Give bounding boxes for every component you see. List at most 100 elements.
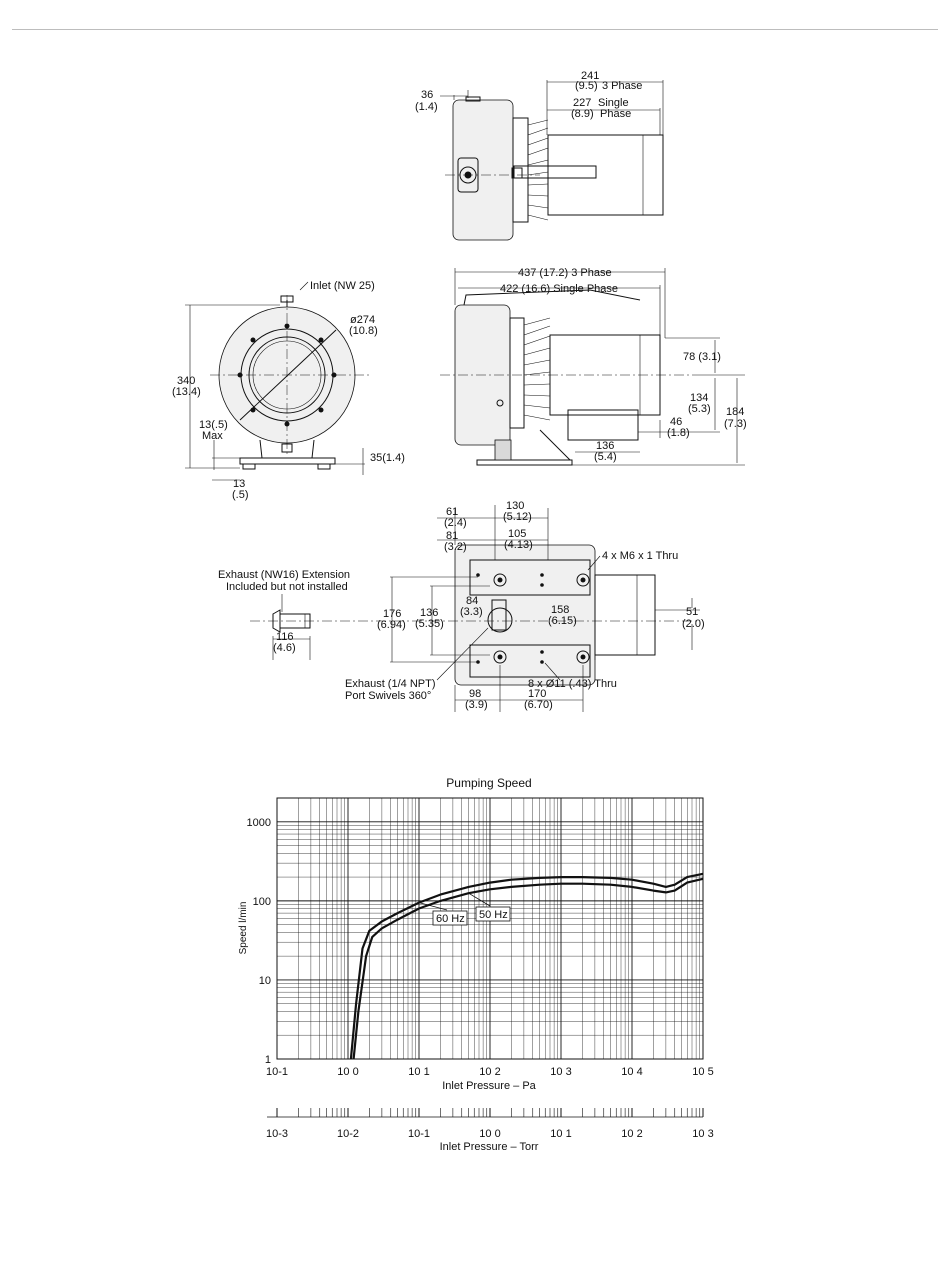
dim-81-in: (3.2) — [444, 541, 467, 553]
y-tick-label: 1 — [265, 1054, 271, 1066]
dim-158-in: (6.15) — [548, 615, 577, 627]
dim-98: 98 — [469, 688, 481, 700]
label-holes: 8 x Ø11 (.43) Thru — [528, 678, 617, 690]
dim-13: 13 — [233, 478, 245, 490]
dim-340: 340 — [177, 375, 195, 387]
dim-170: 170 — [528, 688, 546, 700]
series-line — [349, 872, 704, 1060]
label-exhaust-ext-1: Exhaust (NW16) Extension — [218, 569, 350, 581]
dim-51: 51 — [686, 606, 698, 618]
x-tick-labels: 10-1 10 0 10 1 10 2 10 3 10 4 10 5 — [266, 1066, 714, 1078]
dim-158: 158 — [551, 604, 569, 616]
dim-130-in: (5.12) — [503, 511, 532, 523]
torr-axis — [267, 1108, 704, 1118]
dim-340-in: (13.4) — [172, 386, 201, 398]
series-line — [352, 877, 704, 1060]
dim-136b: 136 — [596, 440, 614, 452]
x-tick-label: 10-1 — [266, 1066, 288, 1078]
dim-116: 116 — [276, 631, 294, 643]
label-m6: 4 x M6 x 1 Thru — [602, 550, 678, 562]
dim-84-in: (3.3) — [460, 606, 483, 618]
dim-61: 61 — [446, 506, 458, 518]
dim-170-in: (6.70) — [524, 699, 553, 711]
chart-title: Pumping Speed — [446, 776, 531, 790]
chart-grid — [277, 798, 703, 1059]
series-layer: 60 Hz 50 Hz — [349, 872, 704, 1060]
dim-134-in: (5.3) — [688, 403, 711, 415]
dim-184-in: (7.3) — [724, 418, 747, 430]
dim-136: 136 — [420, 607, 438, 619]
dim-36: 36 — [421, 89, 433, 101]
torr-tick-label: 10 1 — [550, 1128, 571, 1140]
dim-61-in: (2.4) — [444, 517, 467, 529]
dim-36-in: (1.4) — [415, 101, 438, 113]
dim-13-max: 13(.5) — [199, 419, 228, 431]
dim-227-in: (8.9) — [571, 108, 594, 120]
front-view — [185, 281, 370, 481]
y-tick-label: 1000 — [247, 817, 271, 829]
x-tick-label: 10 0 — [337, 1066, 358, 1078]
x-axis-label: Inlet Pressure – Pa — [442, 1080, 536, 1092]
torr-tick-label: 10-3 — [266, 1128, 288, 1140]
y-tick-label: 100 — [253, 896, 271, 908]
torr-tick-label: 10-1 — [408, 1128, 430, 1140]
torr-tick-label: 10 0 — [479, 1128, 500, 1140]
dim-437: 437 (17.2) 3 Phase — [518, 267, 612, 279]
dimension-drawings: 36 (1.4) 241 (9.5) 3 Phase 227 Single (8… — [172, 70, 747, 712]
dim-105-in: (4.13) — [504, 539, 533, 551]
dim-274: ø274 — [350, 314, 375, 326]
dim-136-in: (5.35) — [415, 618, 444, 630]
dim-136b-in: (5.4) — [594, 451, 617, 463]
dim-274-in: (10.8) — [349, 325, 378, 337]
x-tick-label: 10 5 — [692, 1066, 713, 1078]
dim-46: 46 — [670, 416, 682, 428]
torr-tick-label: 10 3 — [692, 1128, 713, 1140]
x-tick-label: 10 3 — [550, 1066, 571, 1078]
dim-227: 227 — [573, 97, 591, 109]
label-exhaust-npt-2: Port Swivels 360° — [345, 690, 431, 702]
elevation-view — [440, 268, 745, 466]
dim-46-in: (1.8) — [667, 427, 690, 439]
series-label-50hz: 50 Hz — [479, 909, 508, 921]
dim-98-in: (3.9) — [465, 699, 488, 711]
dim-176-in: (6.94) — [377, 619, 406, 631]
x-tick-label: 10 1 — [408, 1066, 429, 1078]
label-inlet: Inlet (NW 25) — [310, 280, 375, 292]
dim-78: 78 (3.1) — [683, 351, 721, 363]
x-tick-label: 10 4 — [621, 1066, 642, 1078]
y-tick-labels: 1 10 100 1000 — [247, 817, 271, 1066]
y-tick-label: 10 — [259, 975, 271, 987]
dim-134: 134 — [690, 392, 708, 404]
dim-176: 176 — [383, 608, 401, 620]
y-axis-label: Speed l/min — [238, 902, 249, 955]
dim-116-in: (4.6) — [273, 642, 296, 654]
dim-84: 84 — [466, 595, 478, 607]
dim-422: 422 (16.6) Single Phase — [500, 283, 618, 295]
series-label-60hz: 60 Hz — [436, 913, 465, 925]
dim-51-in: (2.0) — [682, 618, 705, 630]
dim-81: 81 — [446, 530, 458, 542]
dim-130: 130 — [506, 500, 524, 512]
dim-13-in: (.5) — [232, 489, 249, 501]
side-view — [440, 80, 664, 241]
dim-35: 35(1.4) — [370, 452, 405, 464]
dim-241-tag: 3 Phase — [602, 80, 642, 92]
dim-227-tag: Single — [598, 97, 629, 109]
dim-241-in: (9.5) — [575, 80, 598, 92]
dim-184: 184 — [726, 406, 744, 418]
dim-241: 241 — [581, 70, 599, 82]
dim-105: 105 — [508, 528, 526, 540]
series-label-60hz-box — [432, 910, 468, 926]
label-exhaust-npt-1: Exhaust (1/4 NPT) — [345, 678, 435, 690]
dim-227-tag2: Phase — [600, 108, 631, 120]
label-exhaust-ext-2: Included but not installed — [226, 581, 348, 593]
torr-tick-label: 10 2 — [621, 1128, 642, 1140]
x-tick-label: 10 2 — [479, 1066, 500, 1078]
header-rule — [12, 29, 938, 30]
dim-13-max-tag: Max — [202, 430, 223, 442]
chart-frame — [276, 797, 704, 1060]
series-label-50hz-leader — [468, 892, 491, 907]
torr-axis-label: Inlet Pressure – Torr — [440, 1141, 539, 1153]
